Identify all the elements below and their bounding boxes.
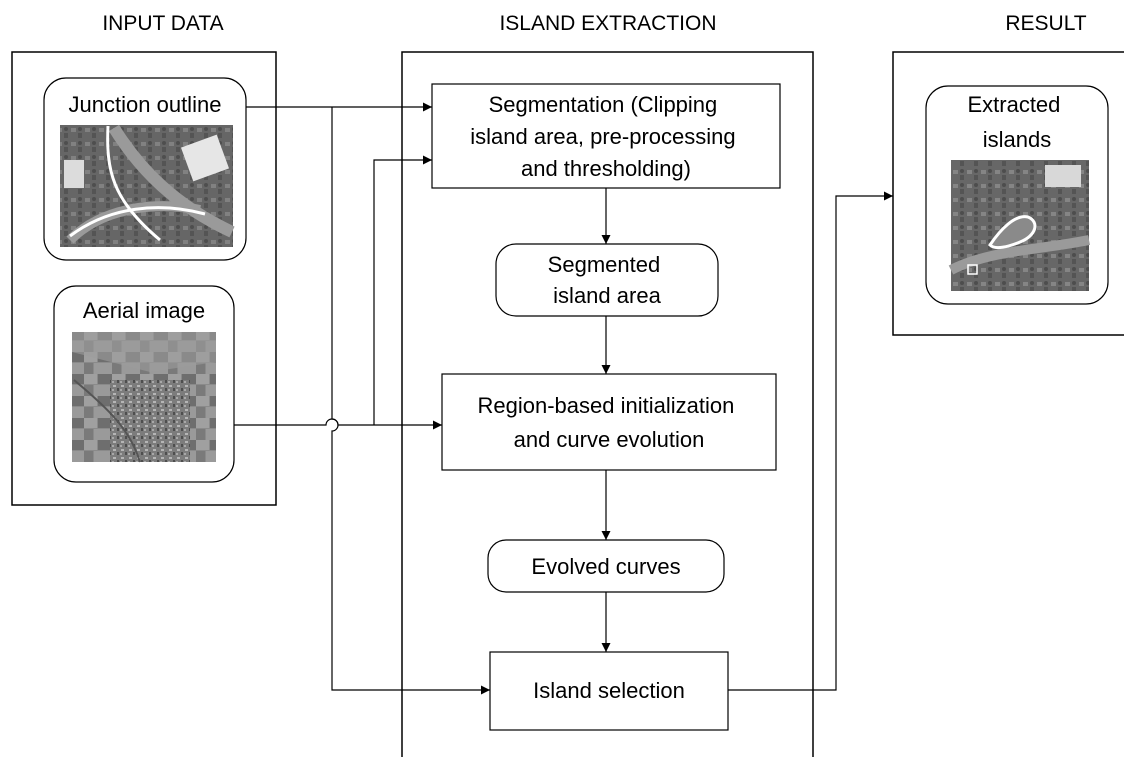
segmentation-step-label: Segmentation (Clipping island area, pre-… [470,92,742,181]
aerial-image-label: Aerial image [83,298,205,323]
segmented-island-area-node: Segmented island area [495,243,719,317]
input-data-header: INPUT DATA [102,12,223,35]
evolved-curves-node: Evolved curves [487,539,725,593]
extracted-islands-node: Extracted islands [925,85,1109,305]
island-extraction-header: ISLAND EXTRACTION [499,12,716,35]
result-panel [892,51,1124,336]
evolved-curves-label: Evolved curves [531,554,680,579]
aerial-image-thumbnail [72,332,216,463]
island-selection-step: Island selection [489,651,729,731]
input-data-panel [11,51,277,506]
region-based-initialization-label: Region-based initialization and curve ev… [478,393,741,452]
island-extraction-panel [401,51,814,757]
arrow-aerial-to-region [234,418,442,430]
junction-outline-node: Junction outline [43,77,247,261]
extracted-islands-label: Extracted islands [967,92,1066,152]
segmentation-step: Segmentation (Clipping island area, pre-… [431,83,781,189]
extracted-islands-thumbnail [948,160,1090,291]
arrow-aerial-to-segmentation [373,155,432,425]
region-based-initialization-step: Region-based initialization and curve ev… [441,373,777,471]
island-selection-label: Island selection [533,678,685,703]
result-header: RESULT [1005,12,1086,35]
junction-outline-thumbnail [60,124,235,247]
aerial-image-node: Aerial image [53,285,235,483]
segmented-island-area-label: Segmented island area [548,252,667,308]
junction-outline-label: Junction outline [69,92,222,117]
arrow-selection-to-result [728,191,893,691]
